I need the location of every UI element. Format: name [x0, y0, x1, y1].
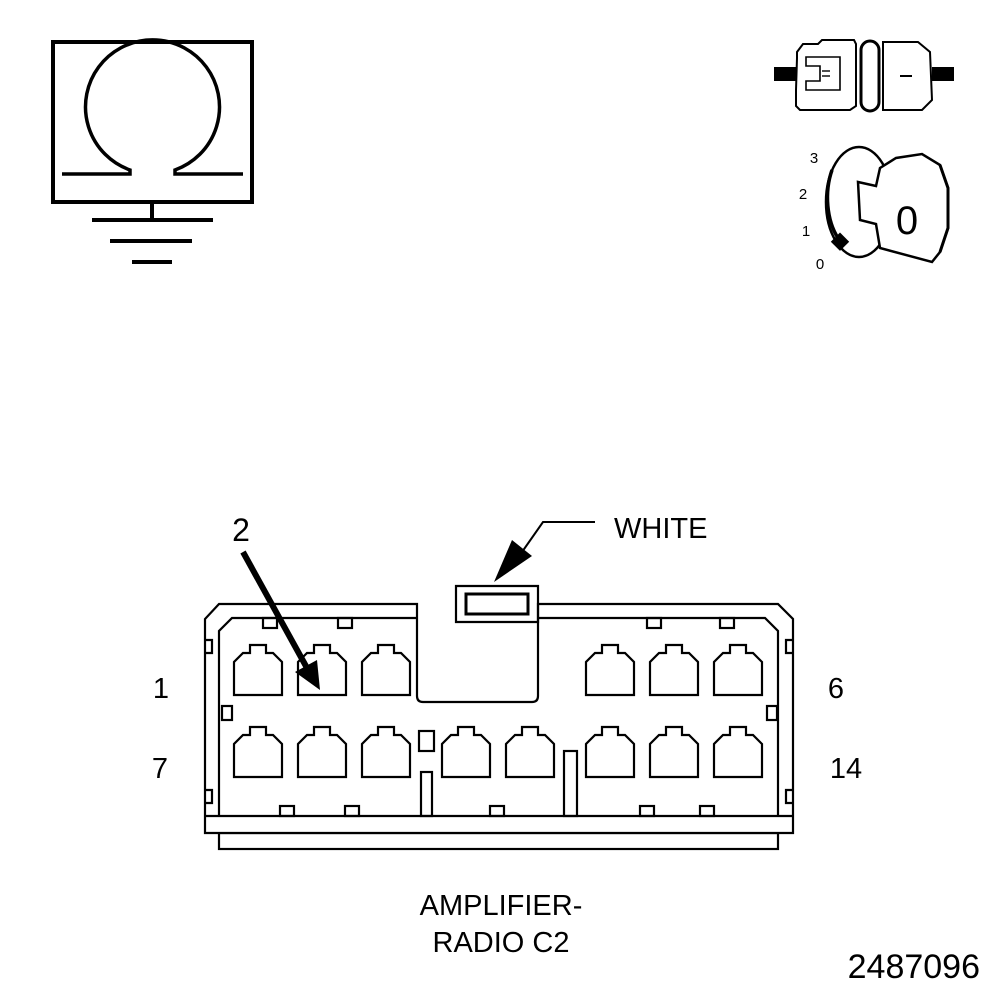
connector-body [203, 584, 795, 851]
pin-label-row1-start: 1 [153, 673, 169, 705]
ohmmeter-icon [51, 38, 254, 264]
ignition-switch-icon [824, 145, 950, 264]
ignition-key-label: 0 [896, 199, 918, 243]
pin-label-row1-end: 6 [828, 673, 844, 705]
pin-indicator-number: 2 [232, 512, 250, 548]
ignition-position-1: 1 [802, 223, 810, 240]
disconnected-connector-icon [774, 39, 954, 113]
figure-id: 2487096 [848, 948, 980, 986]
color-callout-leader [494, 521, 595, 582]
pin-label-row2-end: 14 [830, 753, 862, 785]
ignition-position-3: 3 [810, 150, 818, 167]
pin-label-row2-start: 7 [152, 753, 168, 785]
connector-name-line2: RADIO C2 [433, 927, 570, 959]
pin-indicator-arrow [240, 550, 320, 690]
ignition-position-0: 0 [816, 256, 824, 273]
connector-name-line1: AMPLIFIER- [420, 890, 583, 922]
color-callout: WHITE [614, 513, 707, 545]
ignition-position-2: 2 [799, 186, 807, 203]
